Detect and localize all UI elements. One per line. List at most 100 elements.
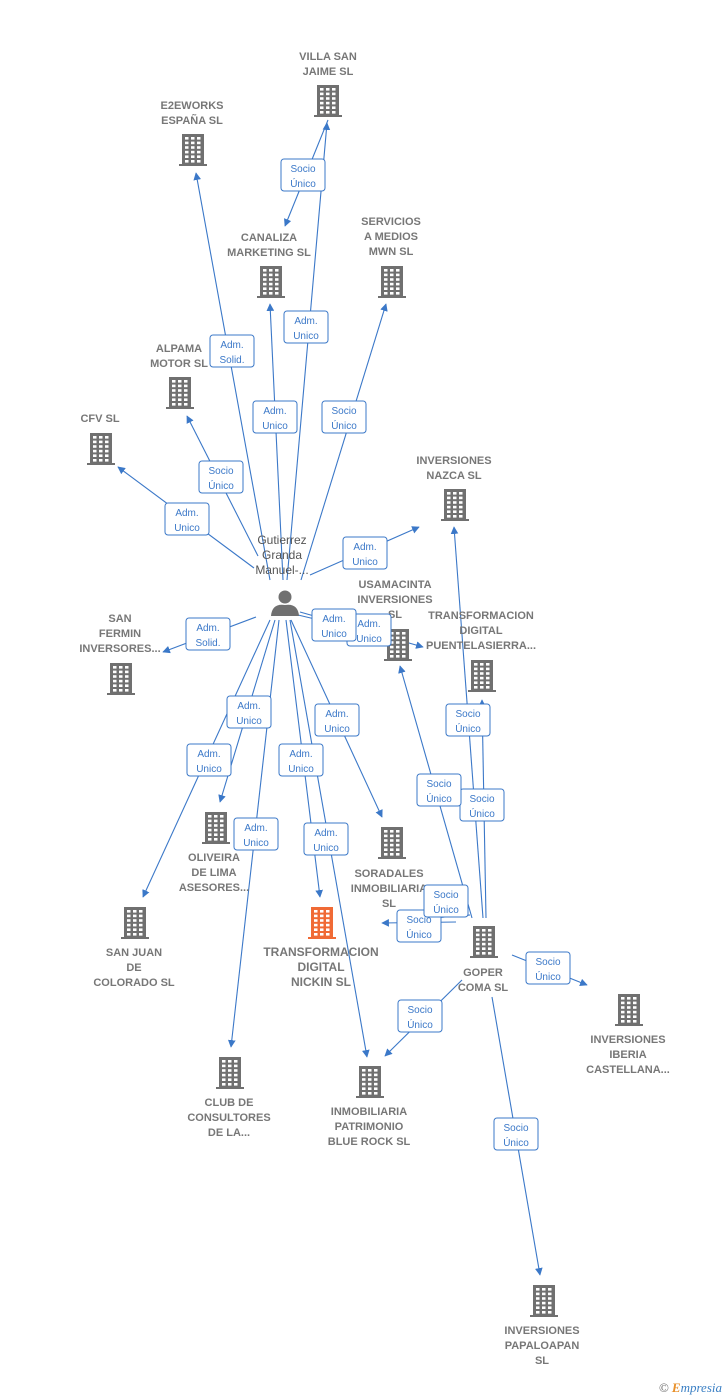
relation-label-text: Socio: [455, 709, 480, 720]
relation-label-person-nazca[interactable]: Adm.Unico: [342, 536, 388, 570]
relation-label-box: [209, 334, 255, 368]
relation-label-text: Único: [208, 479, 234, 492]
building-icon[interactable]: [308, 907, 336, 939]
building-icon[interactable]: [107, 663, 135, 695]
building-icon[interactable]: [384, 629, 412, 661]
company-node-cfv[interactable]: CFV SL: [80, 413, 120, 465]
relation-label-person-sanjuan[interactable]: Adm.Unico: [186, 743, 232, 777]
building-icon[interactable]: [530, 1285, 558, 1317]
relation-label-text: Socio: [469, 794, 494, 805]
building-icon[interactable]: [378, 827, 406, 859]
relation-label-person-e2e[interactable]: Adm.Solid.: [209, 334, 255, 368]
building-icon[interactable]: [378, 266, 406, 298]
relation-label-person-club[interactable]: Adm.Unico: [233, 817, 279, 851]
relation-label-person-tpuente[interactable]: Adm.Unico: [311, 608, 357, 642]
empresia-copyright[interactable]: ©Empresia: [659, 1380, 722, 1396]
relation-label-person-villa[interactable]: Adm.Unico: [283, 310, 329, 344]
building-icon[interactable]: [166, 377, 194, 409]
relation-label-text: Unico: [293, 331, 319, 342]
building-icon[interactable]: [202, 812, 230, 844]
relation-label-box: [416, 773, 462, 807]
relation-label-text: Adm.: [237, 701, 260, 712]
relation-label-box: [198, 460, 244, 494]
relation-label-text: Unico: [236, 716, 262, 727]
relation-label-text: Adm.: [196, 623, 219, 634]
relation-label-box: [321, 400, 367, 434]
building-icon[interactable]: [470, 926, 498, 958]
building-icon[interactable]: [121, 907, 149, 939]
relation-label-text: Adm.: [220, 340, 243, 351]
relation-edge-person-villa: [286, 122, 331, 581]
building-icon[interactable]: [441, 489, 469, 521]
relation-label-person-soradales[interactable]: Adm.Unico: [314, 703, 360, 737]
relation-label-person-sanfermin[interactable]: Adm.Solid.: [185, 617, 231, 651]
person-icon[interactable]: [271, 590, 299, 617]
building-icon[interactable]: [216, 1057, 244, 1089]
relation-label-person-cfv[interactable]: Adm.Unico: [164, 502, 210, 536]
brand-name: mpresia: [680, 1380, 722, 1395]
relation-label-text: Único: [433, 903, 459, 916]
relation-label-box: [226, 695, 272, 729]
relation-label-box: [445, 703, 491, 737]
building-icon[interactable]: [356, 1066, 384, 1098]
relation-label-person-oliveira[interactable]: Adm. Unico: [226, 695, 272, 729]
relation-label-person-usamacinta[interactable]: Adm.Unico: [346, 613, 392, 647]
relation-edge-person-servicios: [300, 303, 388, 581]
relation-label-text: Adm.: [175, 508, 198, 519]
brand-initial: E: [671, 1380, 681, 1395]
relation-label-text: Unico: [324, 724, 350, 735]
building-icon[interactable]: [179, 134, 207, 166]
relation-label-text: Socio: [208, 466, 233, 477]
relation-label-text: Único: [503, 1136, 529, 1149]
relation-label-box: [185, 617, 231, 651]
relation-label-person-canaliza[interactable]: Adm.Unico: [252, 400, 298, 434]
building-icon[interactable]: [314, 85, 342, 117]
relation-label-box: [423, 884, 469, 918]
building-icon[interactable]: [468, 660, 496, 692]
building-icon[interactable]: [257, 266, 285, 298]
relation-label-box: [303, 822, 349, 856]
building-icon[interactable]: [87, 433, 115, 465]
building-icon[interactable]: [615, 994, 643, 1026]
relation-label-text: Adm.: [322, 614, 345, 625]
relation-label-person-blue[interactable]: Adm.Unico: [303, 822, 349, 856]
relation-label-text: Socio: [426, 779, 451, 790]
relation-label-person-nickin[interactable]: Adm.Unico: [278, 743, 324, 777]
